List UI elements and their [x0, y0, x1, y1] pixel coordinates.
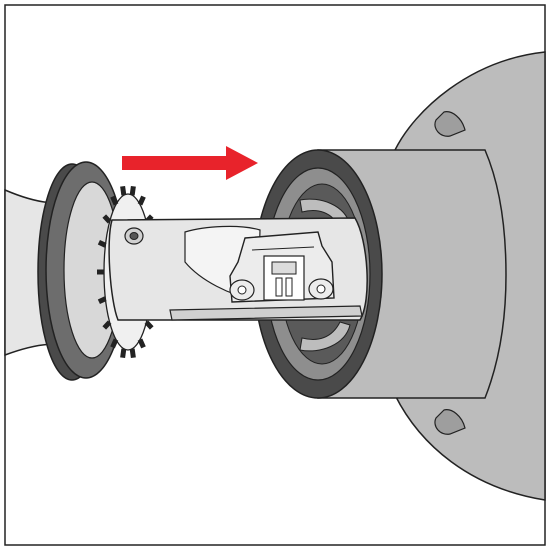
gear-tooth [120, 348, 127, 359]
gear-tooth [110, 195, 119, 206]
gear-tooth [137, 195, 146, 206]
gear-tooth [144, 320, 154, 330]
gear-tooth [97, 296, 107, 305]
gear-tooth [102, 214, 112, 224]
gear-tooth [110, 338, 119, 349]
latch-clip [229, 231, 335, 303]
mounting-lug-bottom [434, 409, 466, 435]
direction-arrow [122, 146, 258, 180]
socket-slot-bottom [299, 321, 351, 352]
gear-tooth [129, 348, 136, 359]
shaft-rail [169, 305, 363, 321]
gear-tooth [129, 185, 136, 196]
mounting-lug-top [434, 111, 466, 137]
gear-tooth [137, 338, 146, 349]
gear-tooth [120, 185, 127, 196]
gear-tooth [97, 239, 107, 248]
gear-tooth [102, 320, 112, 330]
set-screw [124, 227, 144, 245]
